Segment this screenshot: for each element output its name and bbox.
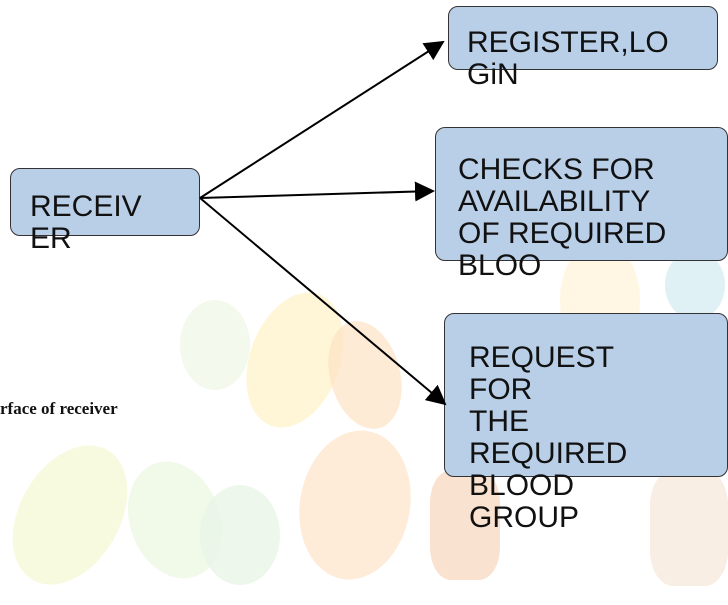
arrow-to-register [199, 40, 445, 199]
figure-caption: rface of receiver [0, 399, 118, 418]
watermark-trunk [430, 470, 500, 580]
receiver-flow-diagram: RECEIV ER REGISTER,LO GiN CHECKS FOR AVA… [10, 6, 728, 534]
watermark-leaf [180, 300, 250, 390]
checks-availability-label: CHECKS FOR AVAILABILITY OF REQUIRED BLOO [458, 153, 667, 282]
watermark-leaf [665, 250, 725, 320]
arrow-to-request [199, 197, 447, 406]
receiver-label: RECEIV ER [30, 190, 142, 255]
diagram-connectors [199, 40, 447, 406]
request-blood-label: REQUEST FOR THE REQUIRED BLOOD GROUP [469, 341, 628, 534]
watermark-leaf [200, 485, 280, 585]
receiver-node [10, 168, 200, 236]
request-blood-node [444, 313, 728, 477]
register-login-label: REGISTER,LO GiN [467, 26, 669, 91]
checks-availability-node [435, 127, 728, 261]
watermark-trunk [650, 470, 728, 586]
arrow-to-checks [199, 181, 435, 202]
register-login-node [448, 6, 718, 70]
